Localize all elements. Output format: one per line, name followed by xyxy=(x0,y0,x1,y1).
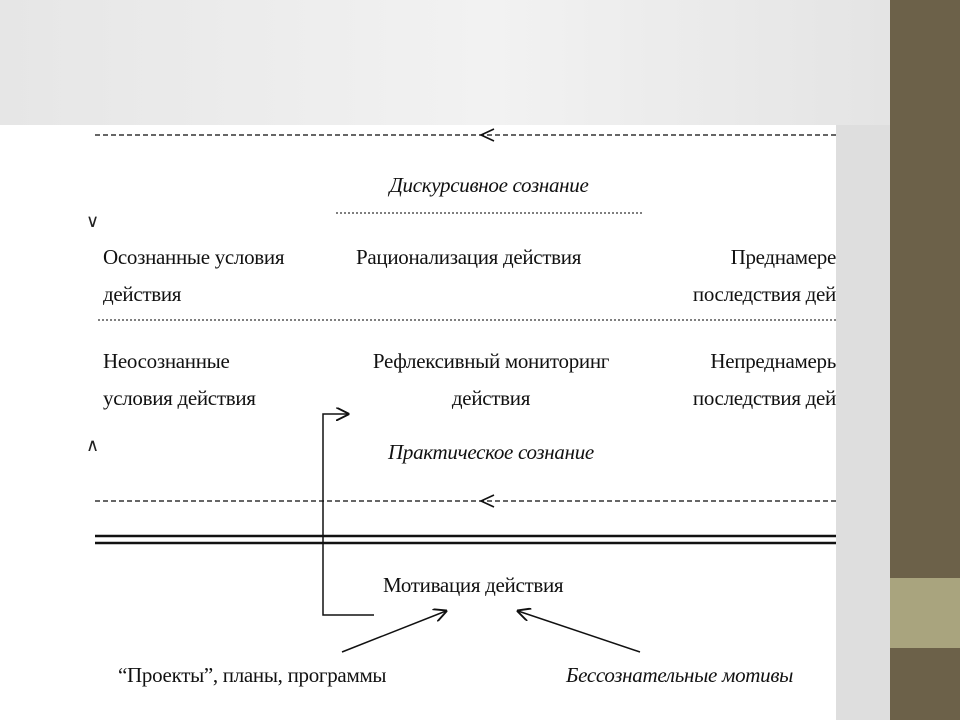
intended-consequences-line1: Преднамере xyxy=(730,245,836,269)
top-feedback-arrow xyxy=(479,128,495,142)
accent-strip-middle xyxy=(890,578,960,648)
unconscious-motives-label: Бессознательные мотивы xyxy=(566,663,794,687)
reflexive-monitoring-line2: действия xyxy=(451,386,531,410)
practical-consciousness-label: Практическое сознание xyxy=(388,440,594,464)
chevron-up-icon: ∧ xyxy=(86,435,100,456)
right-gap xyxy=(836,125,890,720)
chevron-down-icon: ∨ xyxy=(86,211,100,232)
accent-strip-bottom xyxy=(890,648,960,720)
projects-arrow xyxy=(341,611,446,653)
motives-arrow xyxy=(518,611,641,653)
unacknowledged-conditions-line2: условия действия xyxy=(103,386,256,410)
diagram-lines xyxy=(95,128,836,653)
acknowledged-conditions-line1: Осознанные условия xyxy=(103,245,285,269)
unacknowledged-conditions-line1: Неосознанные xyxy=(103,349,230,373)
rationalization-label: Рационализация действия xyxy=(356,245,582,269)
title-band xyxy=(0,0,890,125)
motivation-label: Мотивация действия xyxy=(383,573,564,597)
unintended-consequences-line2: последствия дей xyxy=(692,386,836,410)
intended-consequences-line2: последствия дей xyxy=(692,282,836,306)
accent-strip-top xyxy=(890,0,960,578)
projects-label: “Проекты”, планы, программы xyxy=(118,663,387,687)
discursive-consciousness-label: Дискурсивное сознание xyxy=(389,173,589,197)
reflexive-monitoring-line1: Рефлексивный мониторинг xyxy=(372,349,610,373)
motivation-loop-line xyxy=(322,414,374,616)
acknowledged-conditions-line2: действия xyxy=(103,282,182,306)
bottom-feedback-arrow xyxy=(479,494,495,508)
diagram-slide: ∨ ∧ Дискурсивное сознание Осознанные усл… xyxy=(0,125,836,720)
unintended-consequences-line1: Непреднамерь xyxy=(710,349,836,373)
